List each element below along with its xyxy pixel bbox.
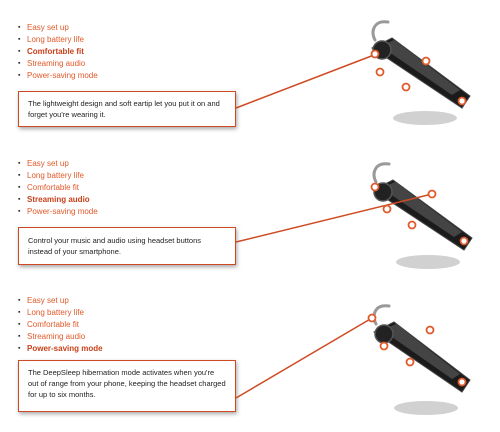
hotspot-marker[interactable] [382, 204, 392, 214]
hotspot-marker[interactable] [407, 220, 417, 230]
hotspot-marker[interactable] [370, 182, 380, 192]
headset-image [371, 37, 471, 109]
callout-line [235, 193, 433, 243]
headset-image [372, 179, 473, 251]
headset-illustration [235, 304, 471, 415]
ear-hook [372, 304, 391, 326]
feature-item-easy-setup[interactable]: Easy set up [18, 295, 103, 307]
feature-caption: The DeepSleep hibernation mode activates… [18, 360, 236, 412]
headset-illustration [235, 162, 473, 269]
hotspot-marker[interactable] [421, 56, 431, 66]
feature-section-streaming: Easy set up Long battery life Comfortabl… [0, 144, 500, 288]
feature-item-battery[interactable]: Long battery life [18, 307, 103, 319]
feature-section-comfort: Easy set up Long battery life Comfortabl… [0, 0, 500, 144]
feature-list: Easy set up Long battery life Comfortabl… [18, 295, 103, 355]
hotspot-marker[interactable] [405, 357, 415, 367]
headset-shadow [396, 255, 460, 269]
hotspot-marker[interactable] [379, 341, 389, 351]
hotspot-marker[interactable] [401, 82, 411, 92]
hotspot-marker[interactable] [367, 313, 377, 323]
headset-illustration [235, 20, 471, 125]
callout-line [235, 54, 375, 109]
feature-item-streaming[interactable]: Streaming audio [18, 331, 103, 343]
hotspot-marker[interactable] [459, 236, 469, 246]
headset-image [373, 321, 471, 393]
hotspot-marker[interactable] [457, 377, 467, 387]
feature-list: Easy set up Long battery life Comfortabl… [18, 22, 98, 82]
headset-shadow [393, 111, 457, 125]
feature-item-power-saving[interactable]: Power-saving mode [18, 343, 103, 355]
hotspot-marker[interactable] [425, 325, 435, 335]
feature-item-streaming[interactable]: Streaming audio [18, 58, 98, 70]
feature-item-comfort[interactable]: Comfortable fit [18, 319, 103, 331]
feature-item-power-saving[interactable]: Power-saving mode [18, 206, 98, 218]
headset-shadow [394, 401, 458, 415]
feature-caption: The lightweight design and soft eartip l… [18, 91, 236, 127]
feature-item-power-saving[interactable]: Power-saving mode [18, 70, 98, 82]
hotspot-marker[interactable] [457, 96, 467, 106]
ear-hook [372, 162, 391, 184]
feature-item-comfort[interactable]: Comfortable fit [18, 182, 98, 194]
ear-hook [371, 20, 390, 42]
feature-item-easy-setup[interactable]: Easy set up [18, 22, 98, 34]
feature-item-comfort[interactable]: Comfortable fit [18, 46, 98, 58]
hotspot-marker[interactable] [370, 49, 380, 59]
feature-item-battery[interactable]: Long battery life [18, 170, 98, 182]
feature-section-power-saving: Easy set up Long battery life Comfortabl… [0, 288, 500, 432]
callout-line [235, 317, 373, 399]
feature-list: Easy set up Long battery life Comfortabl… [18, 158, 98, 218]
feature-caption: Control your music and audio using heads… [18, 227, 236, 265]
hotspot-marker[interactable] [427, 189, 437, 199]
hotspot-marker[interactable] [375, 67, 385, 77]
feature-item-battery[interactable]: Long battery life [18, 34, 98, 46]
feature-item-streaming[interactable]: Streaming audio [18, 194, 98, 206]
feature-item-easy-setup[interactable]: Easy set up [18, 158, 98, 170]
